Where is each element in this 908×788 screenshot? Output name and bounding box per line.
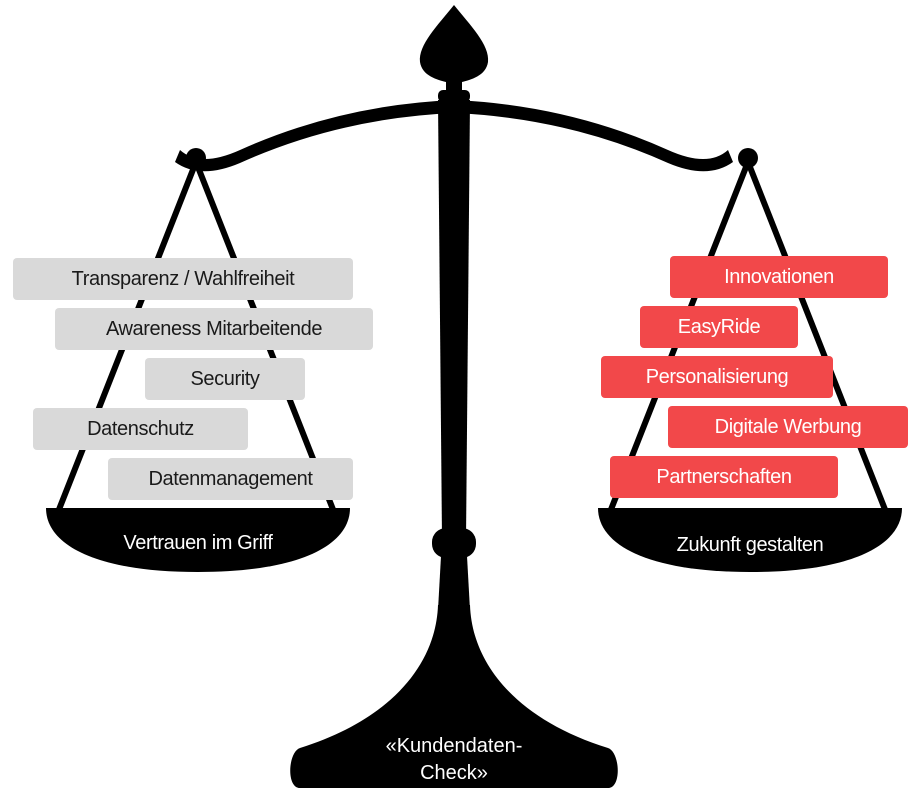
left-tag-awareness: Awareness Mitarbeitende — [55, 308, 373, 350]
right-tag-digital-advertising: Digitale Werbung — [668, 406, 908, 448]
pillar-knot — [432, 528, 476, 558]
left-pan-label: Vertrauen im Griff — [123, 532, 273, 554]
right-tag-partnerships: Partnerschaften — [610, 456, 838, 498]
right-pan-label: Zukunft gestalten — [676, 534, 824, 556]
scale-beam — [175, 100, 733, 172]
left-tag-transparency: Transparenz / Wahlfreiheit — [13, 258, 353, 300]
right-tag-personalization: Personalisierung — [601, 356, 833, 398]
scale-base — [290, 605, 618, 788]
left-tag-data-protection: Datenschutz — [33, 408, 248, 450]
left-tag-data-management: Datenmanagement — [108, 458, 353, 500]
beam-end-right — [738, 148, 758, 168]
beam-end-left — [186, 148, 206, 168]
scale-finial — [419, 5, 489, 96]
scale-pillar — [438, 100, 470, 540]
right-pan — [598, 508, 902, 572]
right-tag-innovations: Innovationen — [670, 256, 888, 298]
base-label-line2: Check» — [420, 762, 488, 784]
left-pan — [46, 508, 350, 572]
left-tag-security: Security — [145, 358, 305, 400]
base-label-line1: «Kundendaten- — [385, 735, 523, 757]
right-tag-easyride: EasyRide — [640, 306, 798, 348]
